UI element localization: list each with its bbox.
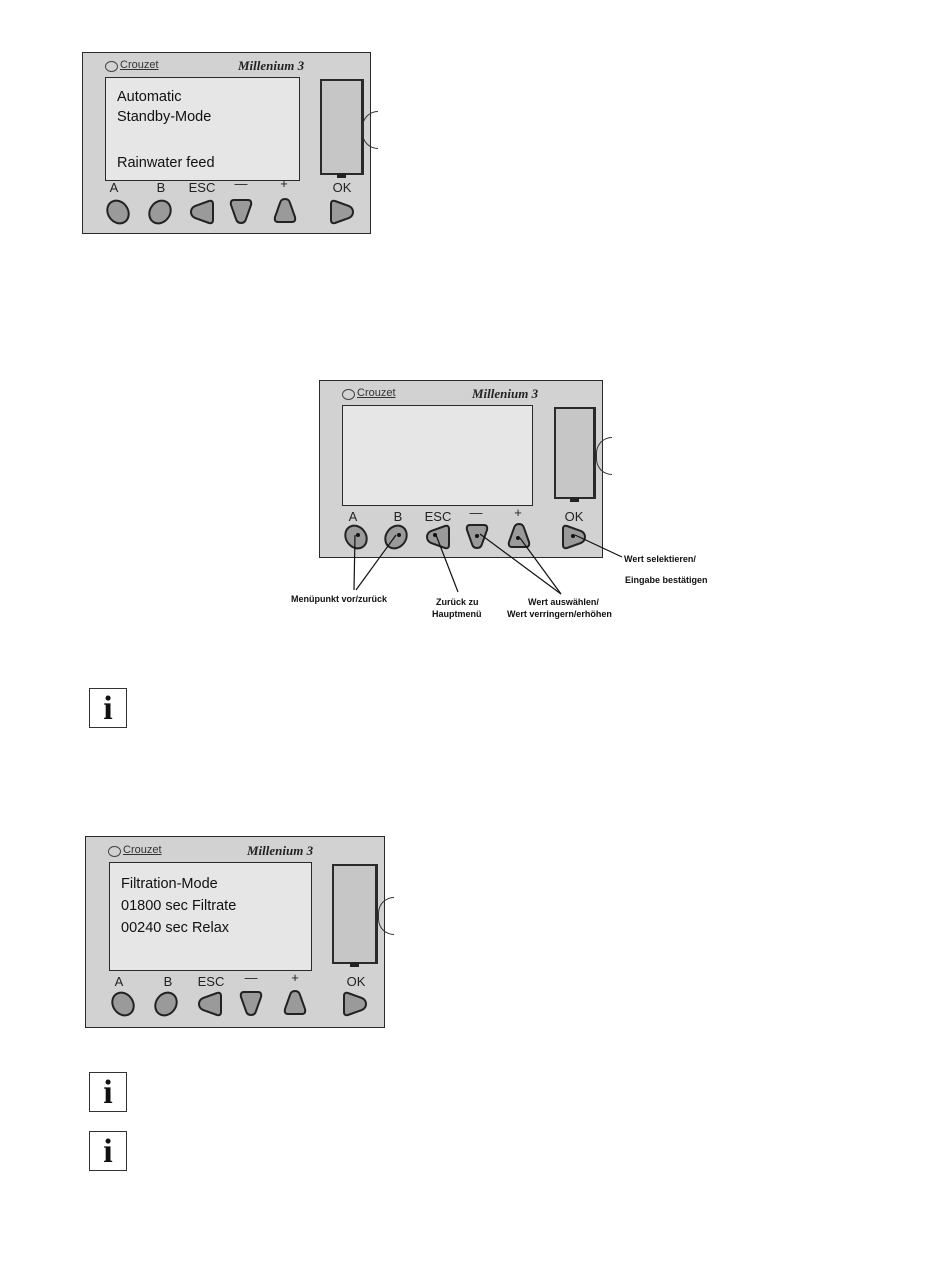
info-icon: i xyxy=(89,1072,127,1112)
key-esc-button[interactable] xyxy=(423,524,451,550)
crouzet-logo-icon xyxy=(105,61,118,72)
lcd-screen: Automatic Standby-Mode Rainwater feed xyxy=(105,77,300,181)
device-panel-standby: Crouzet Millenium 3 Automatic Standby-Mo… xyxy=(82,52,378,234)
key-label-b: B xyxy=(393,509,403,524)
cartridge-notch xyxy=(350,962,359,967)
key-b-button[interactable] xyxy=(153,991,179,1017)
key-a-button[interactable] xyxy=(343,524,369,550)
key-minus-button[interactable] xyxy=(465,522,489,550)
key-label-plus: + xyxy=(280,176,288,191)
cartridge-latch xyxy=(596,437,612,475)
screen-line-1: Automatic xyxy=(117,89,182,105)
key-label-minus: — xyxy=(469,505,483,520)
key-label-b: B xyxy=(156,180,166,195)
key-plus-button[interactable] xyxy=(273,197,297,225)
key-label-minus: — xyxy=(234,176,248,191)
screen-line-2: 01800 sec Filtrate xyxy=(121,898,237,914)
memory-cartridge-slot xyxy=(320,79,364,178)
info-icon: i xyxy=(89,1131,127,1171)
key-label-minus: — xyxy=(244,970,258,985)
key-label-ok: OK xyxy=(346,974,366,989)
key-a-button[interactable] xyxy=(110,991,136,1017)
screen-line-2: Standby-Mode xyxy=(117,109,212,125)
cartridge-latch xyxy=(362,111,378,149)
key-label-ok: OK xyxy=(332,180,352,195)
key-label-a: A xyxy=(114,974,124,989)
key-label-a: A xyxy=(348,509,358,524)
key-ok-button[interactable] xyxy=(342,991,370,1017)
crouzet-logo-icon xyxy=(108,846,121,857)
key-b-button[interactable] xyxy=(147,199,173,225)
screen-line-1: Filtration-Mode xyxy=(121,876,218,892)
callout-ok-line1: Wert selektieren/ xyxy=(624,554,696,564)
memory-cartridge-slot xyxy=(332,864,378,967)
brand-label: Crouzet xyxy=(357,387,396,399)
key-label-esc: ESC xyxy=(197,974,225,989)
key-label-esc: ESC xyxy=(188,180,216,195)
model-label: Millenium 3 xyxy=(247,843,314,858)
brand-label: Crouzet xyxy=(120,59,159,71)
crouzet-logo-icon xyxy=(342,389,355,400)
device-panel-annotated: Crouzet Millenium 3 A B ESC — + OK xyxy=(319,380,612,558)
key-label-a: A xyxy=(109,180,119,195)
key-minus-button[interactable] xyxy=(229,197,253,225)
key-esc-button[interactable] xyxy=(187,199,215,225)
key-minus-button[interactable] xyxy=(239,989,263,1017)
key-a-button[interactable] xyxy=(105,199,131,225)
info-icon: i xyxy=(89,688,127,728)
cartridge-notch xyxy=(570,497,579,502)
callout-menu-nav: Menüpunkt vor/zurück xyxy=(291,594,388,604)
device-panel-filtration: Crouzet Millenium 3 Filtration-Mode 0180… xyxy=(85,836,394,1028)
lcd-screen: Filtration-Mode 01800 sec Filtrate 00240… xyxy=(109,862,312,971)
key-label-plus: + xyxy=(514,505,522,520)
model-label: Millenium 3 xyxy=(238,58,305,73)
brand-label: Crouzet xyxy=(123,844,162,856)
screen-line-4: Rainwater feed xyxy=(117,155,215,171)
memory-cartridge-slot xyxy=(554,407,596,502)
callout-esc-line1: Zurück zu xyxy=(436,597,479,607)
key-ok-button[interactable] xyxy=(329,199,357,225)
key-label-b: B xyxy=(163,974,173,989)
key-plus-button[interactable] xyxy=(283,989,307,1017)
screen-line-3: 00240 sec Relax xyxy=(121,920,230,936)
key-label-ok: OK xyxy=(564,509,584,524)
key-label-esc: ESC xyxy=(424,509,452,524)
cartridge-latch xyxy=(378,897,394,935)
callout-esc-line2: Hauptmenü xyxy=(432,609,482,619)
key-label-plus: + xyxy=(291,970,299,985)
callout-ok-line2: Eingabe bestätigen xyxy=(625,575,708,585)
callout-value-line1: Wert auswählen/ xyxy=(528,597,599,607)
cartridge-notch xyxy=(337,173,346,178)
callout-value-line2: Wert verringern/erhöhen xyxy=(507,609,612,619)
model-label: Millenium 3 xyxy=(472,386,539,401)
lcd-screen-empty xyxy=(342,405,533,506)
key-ok-button[interactable] xyxy=(561,524,589,550)
key-plus-button[interactable] xyxy=(507,522,531,550)
key-esc-button[interactable] xyxy=(195,991,223,1017)
key-b-button[interactable] xyxy=(383,524,409,550)
